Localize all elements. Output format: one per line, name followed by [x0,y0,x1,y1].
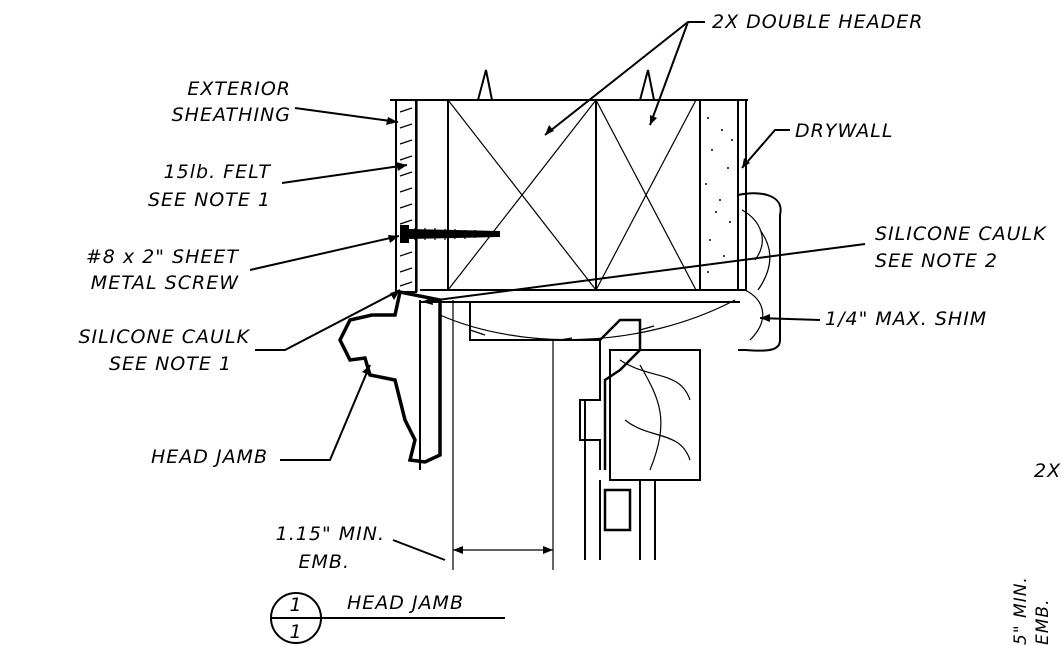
label-silicone-caulk-1: SILICONE CAULK [78,326,250,348]
label-screw-type: METAL SCREW [91,272,239,294]
double-header [390,69,748,291]
label-edge-emb: EMB. [1033,599,1053,645]
label-2x-edge: 2X [1034,460,1061,482]
label-head-jamb: HEAD JAMB [151,446,268,468]
label-embedment-min: 1.15" MIN. [276,523,385,545]
label-double-header: 2X DOUBLE HEADER [712,11,923,33]
label-screw: #8 x 2" SHEET [86,246,240,268]
label-silicone-caulk-2-note: SEE NOTE 2 [875,250,998,272]
label-edge-min: 5" MIN. [1011,576,1031,645]
label-felt-note: SEE NOTE 1 [148,189,271,211]
leader-lines [249,21,866,561]
label-embedment: EMB. [299,551,350,573]
callout-number-top: 1 [289,594,302,616]
label-drywall: DRYWALL [795,120,893,142]
interior-sash [584,349,701,560]
interior-trim [737,192,782,352]
label-exterior: EXTERIOR [187,78,291,100]
label-silicone-caulk-2: SILICONE CAULK [875,223,1047,245]
sheet-metal-screw [400,225,500,243]
label-silicone-caulk-1-note: SEE NOTE 1 [109,353,232,375]
callout-number-bottom: 1 [289,621,302,643]
label-sheathing: SHEATHING [172,104,291,126]
exterior-sheathing [395,99,417,293]
callout-title: HEAD JAMB [347,592,464,614]
label-shim: 1/4" MAX. SHIM [825,308,987,330]
section-callout: 1 1 HEAD JAMB [270,592,505,644]
label-felt: 15lb. FELT [164,161,272,183]
embedment-dimension [452,300,554,570]
shim [420,289,740,341]
window-head-jamb [338,289,642,470]
